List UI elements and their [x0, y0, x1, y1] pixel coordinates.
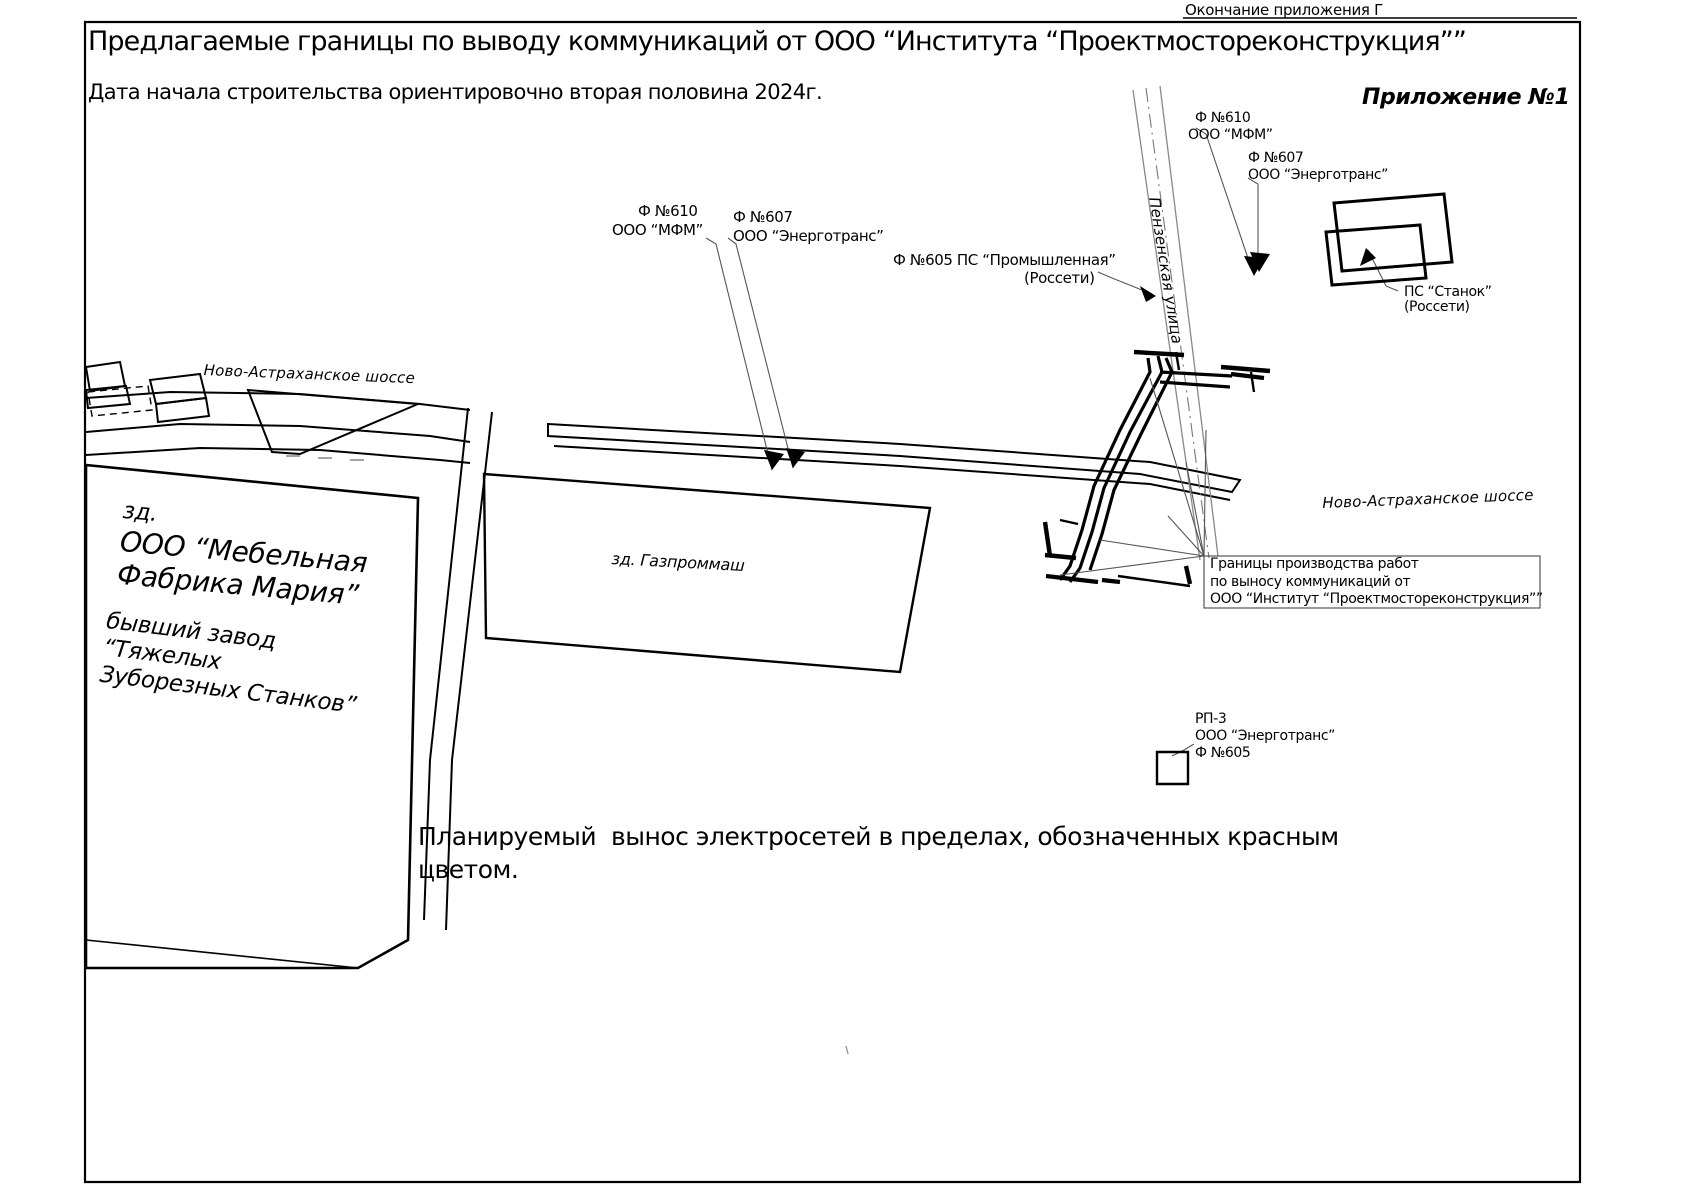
callout-left-610-line2: ООО “МФМ” — [612, 221, 703, 239]
bottom-note-line2: цветом. — [418, 855, 519, 884]
callout-rp3-line3: Ф №605 — [1195, 745, 1251, 761]
legend-line3: ООО “Институт “Проектмостореконструкция”… — [1210, 591, 1543, 607]
road-penzenskaya — [1132, 85, 1219, 561]
scan-artifact — [845, 1045, 849, 1055]
bottom-note-line1: Планируемый вынос электросетей в предела… — [418, 822, 1339, 851]
callout-605-line2: (Россети) — [1024, 269, 1095, 287]
callout-right-610-line2: ООО “МФМ” — [1188, 127, 1273, 143]
building-ps-stanok — [1324, 192, 1454, 287]
callout-ps-stanok-line2: (Россети) — [1404, 299, 1470, 315]
parcel-mebelnaya-lower-edge — [85, 939, 359, 969]
callout-left-610-line1: Ф №610 — [638, 202, 698, 220]
utility-termination-thin — [1059, 351, 1256, 588]
median-island — [246, 388, 419, 456]
legend-line1: Границы производства работ — [1210, 556, 1419, 572]
road-band-right — [547, 422, 1242, 501]
callout-ps-stanok-line1: ПС “Станок” — [1404, 284, 1492, 300]
callout-rp3-line2: ООО “Энерготранс” — [1195, 728, 1336, 744]
legend-box-outline — [1203, 555, 1541, 609]
callout-left-607-line1: Ф №607 — [733, 208, 793, 226]
left-small-structures — [84, 360, 211, 424]
left-dashed-structure — [87, 385, 153, 417]
callout-rp3-line1: РП-3 — [1195, 711, 1227, 727]
callout-right-607-line1: Ф №607 — [1248, 150, 1304, 166]
leader-arrowheads — [764, 248, 1376, 470]
callout-left-607-line2: ООО “Энерготранс” — [733, 227, 884, 245]
callout-605-line1: Ф №605 ПС “Промышленная” — [893, 251, 1116, 269]
building-gazprommash — [482, 472, 932, 674]
parcel-mebelnaya — [84, 463, 420, 970]
legend-box: Границы производства работ по выносу ком… — [1210, 556, 1543, 609]
callout-right-607-line2: ООО “Энерготранс” — [1248, 167, 1389, 183]
utility-spur-top — [1159, 370, 1233, 389]
penzenskaya-centerline — [1145, 87, 1210, 559]
building-rp3 — [1155, 750, 1190, 786]
callout-right-610-line1: Ф №610 — [1195, 110, 1251, 126]
page-title: Предлагаемые границы по выводу коммуника… — [88, 26, 1467, 57]
legend-line2: по выносу коммуникаций от — [1210, 573, 1411, 590]
appendix-label: Приложение №1 — [1362, 85, 1570, 110]
continuation-note: Окончание приложения Г — [1185, 1, 1383, 19]
lane-markings — [286, 455, 364, 461]
leader-lines — [705, 127, 1399, 757]
road-vertical-connector — [423, 407, 493, 931]
construction-date-note: Дата начала строительства ориентировочно… — [88, 80, 823, 104]
